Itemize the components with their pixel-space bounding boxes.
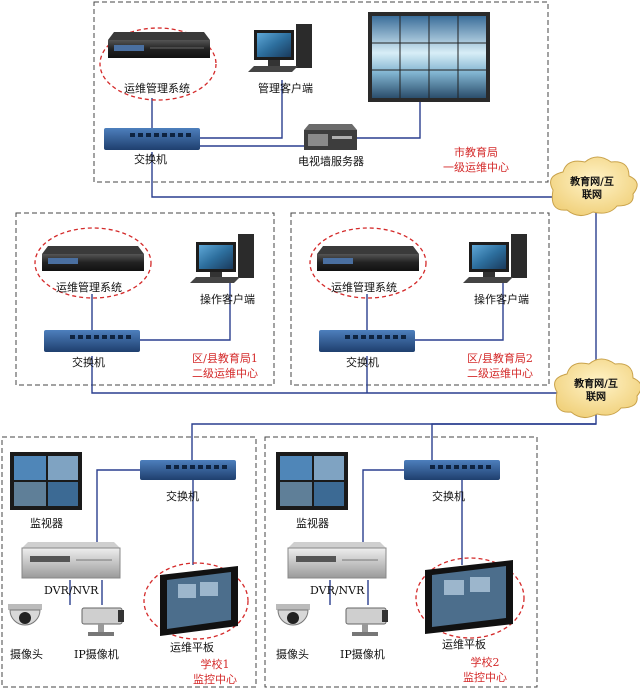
switch-label: 交换机 — [432, 490, 465, 503]
dvr-icon — [287, 542, 387, 579]
ops-system-label: 运维管理系统 — [124, 82, 190, 95]
server-icon — [317, 246, 419, 271]
switch-icon — [140, 460, 236, 480]
tv-wall-server-label: 电视墙服务器 — [298, 155, 364, 168]
center-name-line2: 一级运维中心 — [443, 161, 509, 174]
tablet-highlight — [143, 562, 249, 640]
switch-label: 交换机 — [134, 153, 167, 166]
switch-icon — [104, 128, 200, 150]
ip-camera-icon — [81, 607, 124, 636]
ip-camera-label: IP摄像机 — [74, 648, 119, 661]
ops-system-label: 运维管理系统 — [331, 281, 397, 294]
district1-name-line2: 二级运维中心 — [192, 367, 258, 380]
cloud-label-line2: 联网 — [582, 190, 602, 201]
school1-name-line1: 学校1 — [200, 658, 230, 671]
ops-system-highlight — [99, 27, 217, 101]
mgmt-client-label: 管理客户端 — [258, 82, 313, 95]
school2-box — [264, 436, 538, 688]
district1-name-line1: 区/县教育局1 — [192, 352, 258, 365]
monitor-icon — [276, 452, 348, 510]
center-name-line1: 市教育局 — [454, 146, 498, 159]
tablet-icon — [160, 566, 238, 636]
computer-icon — [190, 234, 254, 283]
district2-name-line2: 二级运维中心 — [467, 367, 533, 380]
monitor-label: 监视器 — [296, 517, 329, 530]
switch-icon — [404, 460, 500, 480]
cloud-label-line2-lower: 联网 — [586, 392, 606, 403]
dome-camera-icon — [8, 604, 42, 626]
camera-label: 摄像头 — [276, 648, 309, 661]
switch-label: 交换机 — [346, 356, 379, 369]
tv-wall-server-icon — [304, 124, 357, 150]
dvr-icon — [21, 542, 121, 579]
video-wall-icon — [368, 12, 490, 102]
district2-name-line1: 区/县教育局2 — [467, 352, 533, 365]
tablet-icon — [425, 560, 513, 634]
network-cloud-icon — [550, 156, 638, 216]
camera-label: 摄像头 — [10, 648, 43, 661]
ip-camera-icon — [345, 607, 388, 636]
switch-label: 交换机 — [166, 490, 199, 503]
computer-icon — [463, 234, 527, 283]
switch-label: 交换机 — [72, 356, 105, 369]
tablet-label: 运维平板 — [442, 638, 486, 651]
op-client-label: 操作客户端 — [200, 293, 255, 306]
dvr-label: DVR/NVR — [44, 584, 99, 597]
dvr-label: DVR/NVR — [310, 584, 365, 597]
network-links — [69, 80, 597, 605]
server-icon — [42, 246, 144, 271]
dome-camera-icon — [276, 604, 310, 626]
op-client-label: 操作客户端 — [474, 293, 529, 306]
switch-icon — [319, 330, 415, 352]
school2-name-line2: 监控中心 — [463, 671, 507, 684]
network-cloud-icon-lower — [554, 358, 640, 418]
ops-system-highlight — [34, 227, 152, 299]
cloud-label-line1-lower: 教育网/互 — [574, 379, 618, 390]
switch-icon — [44, 330, 140, 352]
tablet-label: 运维平板 — [170, 641, 214, 654]
cloud-label-line1: 教育网/互 — [570, 177, 614, 188]
ops-system-label: 运维管理系统 — [56, 281, 122, 294]
tablet-highlight — [415, 557, 525, 639]
ip-camera-label: IP摄像机 — [340, 648, 385, 661]
monitor-icon — [10, 452, 82, 510]
server-icon — [108, 32, 210, 58]
monitor-label: 监视器 — [30, 517, 63, 530]
school1-name-line2: 监控中心 — [193, 673, 237, 686]
ops-system-highlight — [309, 227, 427, 299]
school1-box — [1, 436, 257, 688]
district1-box — [15, 212, 275, 386]
computer-icon — [248, 24, 312, 72]
city-center-box — [93, 1, 549, 183]
district2-box — [290, 212, 550, 386]
school2-name-line1: 学校2 — [470, 656, 500, 669]
